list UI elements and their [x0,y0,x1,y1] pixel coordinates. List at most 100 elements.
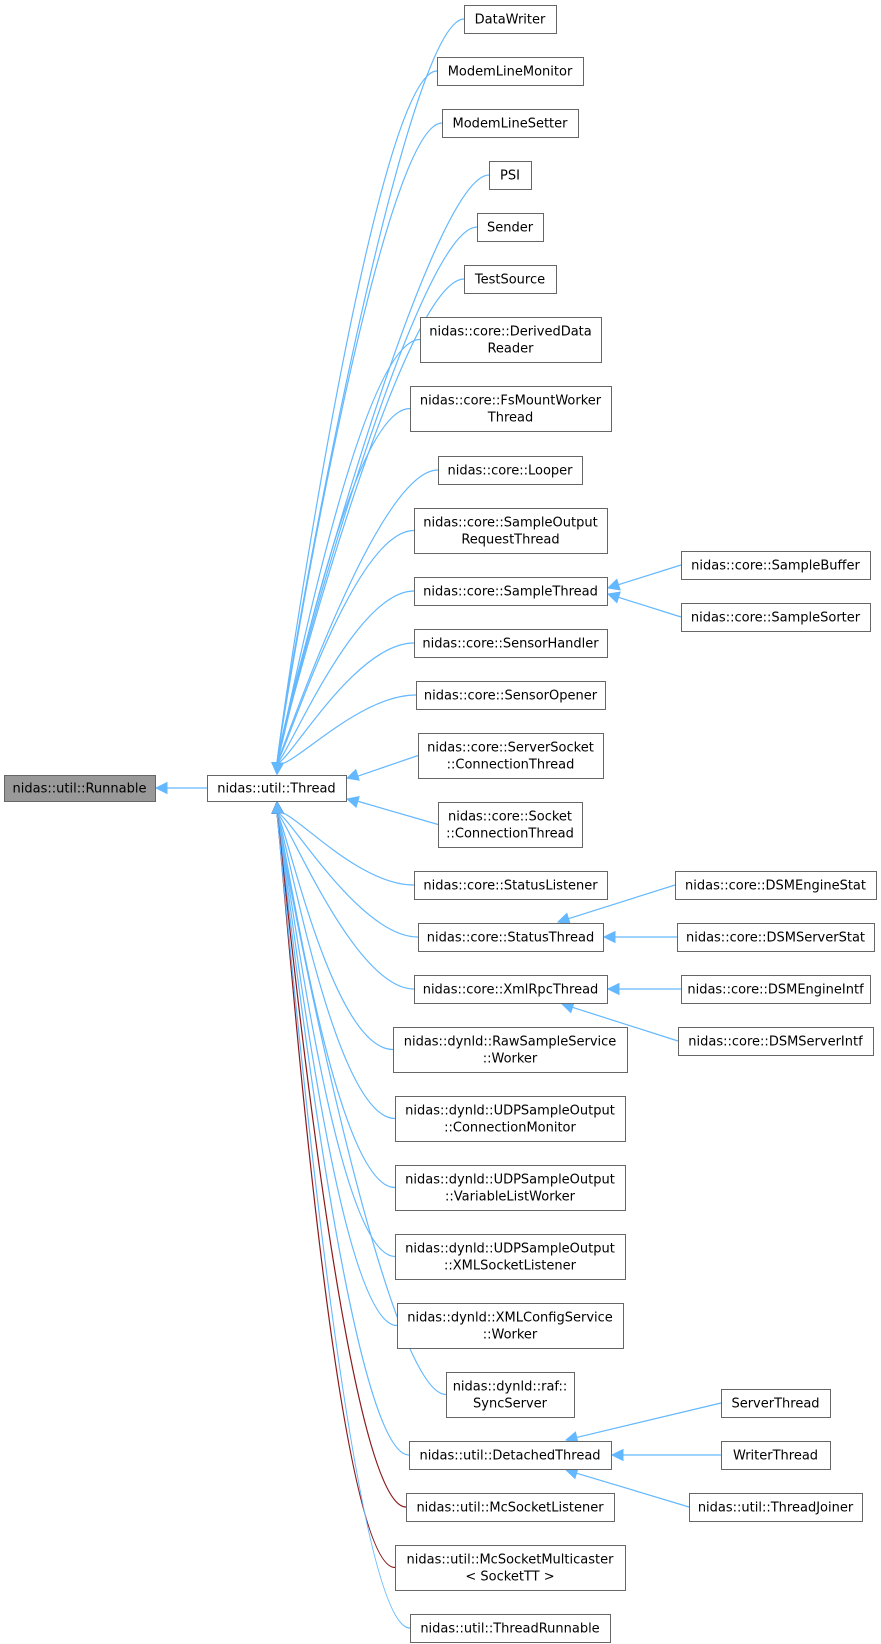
class-node-testsource[interactable]: TestSource [464,265,557,294]
node-box [395,1545,626,1591]
class-node-dsmengineintf[interactable]: nidas::core::DSMEngineIntf [681,975,871,1004]
class-node-sender[interactable]: Sender [477,213,544,242]
class-node-thread[interactable]: nidas::util::Thread [207,775,347,802]
edge-threadrunnable-to-thread [276,812,411,1629]
class-node-dsmserverstat[interactable]: nidas::core::DSMServerStat [677,923,875,952]
node-box [681,603,871,632]
node-label: nidas::util::DetachedThread [419,1449,600,1464]
node-label: nidas::dynld::UDPSampleOutput [405,1242,615,1257]
edge-samplebuffer-to-samplethread [618,564,682,586]
node-label: nidas::core::DerivedData [429,325,591,340]
class-node-mcsocketmulticaster[interactable]: nidas::util::McSocketMulticaster< Socket… [395,1545,626,1591]
node-label: nidas::dynld::UDPSampleOutput [405,1104,615,1119]
class-node-samplebuffer[interactable]: nidas::core::SampleBuffer [681,551,871,580]
node-box [464,265,557,294]
node-label: ::Worker [483,1052,538,1067]
class-node-socketconn[interactable]: nidas::core::Socket::ConnectionThread [438,802,583,848]
node-label: nidas::dynld::raf:: [453,1380,568,1395]
node-label: RequestThread [461,533,559,548]
class-node-rawsampleservice[interactable]: nidas::dynld::RawSampleService::Worker [393,1027,628,1073]
edge-sensoropener-to-thread [276,694,417,765]
node-label: ModemLineSetter [453,117,569,132]
node-label: Thread [487,411,533,426]
class-node-datawriter[interactable]: DataWriter [464,5,557,34]
node-label: nidas::core::SensorHandler [422,637,599,652]
class-node-dsmserverintf[interactable]: nidas::core::DSMServerIntf [678,1027,874,1056]
edge-udpconnmonitor-to-thread [276,812,396,1120]
edge-dsmserverintf-to-xmlrpcthread [572,1006,679,1042]
class-node-statusthread[interactable]: nidas::core::StatusThread [418,923,604,952]
node-box [442,109,579,138]
node-label: DataWriter [475,13,546,28]
class-node-samplesorter[interactable]: nidas::core::SampleSorter [681,603,871,632]
node-label: nidas::core::SampleBuffer [691,559,860,574]
class-node-writerthread[interactable]: WriterThread [721,1441,831,1470]
class-node-mcsocketlistener[interactable]: nidas::util::McSocketListener [406,1493,615,1522]
class-node-modemlinesetter[interactable]: ModemLineSetter [442,109,579,138]
class-node-syncserver[interactable]: nidas::dynld::raf::SyncServer [446,1372,575,1418]
node-label: nidas::dynld::UDPSampleOutput [405,1173,615,1188]
node-label: ::ConnectionMonitor [444,1121,576,1136]
class-node-udpvarlist[interactable]: nidas::dynld::UDPSampleOutput::VariableL… [395,1165,626,1211]
class-node-modemlinemonitor[interactable]: ModemLineMonitor [437,57,584,86]
node-label: SyncServer [473,1397,548,1412]
node-label: nidas::core::FsMountWorker [420,394,602,409]
class-node-detachedthread[interactable]: nidas::util::DetachedThread [409,1441,612,1470]
node-box [410,386,612,432]
class-node-psi[interactable]: PSI [489,161,532,190]
edge-dsmenginestat-to-statusthread [568,884,676,920]
node-box [689,1493,863,1522]
class-node-serverthread[interactable]: ServerThread [721,1389,831,1418]
node-box [410,1614,611,1643]
node-label: nidas::util::McSocketListener [416,1501,604,1516]
class-node-runnable[interactable]: nidas::util::Runnable [4,775,156,802]
node-box [477,213,544,242]
class-node-threadrunnable[interactable]: nidas::util::ThreadRunnable [410,1614,611,1643]
node-label: ::VariableListWorker [445,1190,576,1205]
edge-looper-to-thread [276,469,439,764]
class-node-statuslistener[interactable]: nidas::core::StatusListener [414,871,608,900]
class-node-sensorhandler[interactable]: nidas::core::SensorHandler [414,629,608,658]
node-box [446,1372,575,1418]
node-label: Reader [487,342,534,357]
node-box [414,508,608,554]
node-label: nidas::util::McSocketMulticaster [407,1553,615,1568]
class-node-xmlrpcthread[interactable]: nidas::core::XmlRpcThread [414,975,608,1004]
class-node-dsmenginestat[interactable]: nidas::core::DSMEngineStat [675,871,877,900]
class-node-udpconnmonitor[interactable]: nidas::dynld::UDPSampleOutput::Connectio… [395,1096,626,1142]
edge-modemlinesetter-to-thread [276,122,443,764]
node-box [414,577,608,606]
edge-xmlconfigservice-to-thread [276,812,398,1327]
node-box [437,57,584,86]
class-node-samplethread[interactable]: nidas::core::SampleThread [414,577,608,606]
node-box [418,733,604,779]
edge-serverthread-to-detachedthread [576,1402,722,1439]
node-label: nidas::util::ThreadJoiner [698,1501,854,1516]
class-node-xmlconfigservice[interactable]: nidas::dynld::XMLConfigService::Worker [397,1303,624,1349]
edge-sampleoutputrequest-to-thread [276,529,415,764]
class-node-sensoropener[interactable]: nidas::core::SensorOpener [416,681,606,710]
edge-serversocketconn-to-thread-arrow [345,768,360,781]
edge-samplesorter-to-samplethread [618,596,682,618]
class-node-serversocketconn[interactable]: nidas::core::ServerSocket::ConnectionThr… [418,733,604,779]
edge-dsmserverstat-to-statusthread-arrow [602,930,616,944]
node-box [406,1493,615,1522]
node-box [414,629,608,658]
node-label: nidas::core::DSMServerStat [686,931,865,946]
node-label: nidas::util::ThreadRunnable [420,1622,599,1637]
node-box [393,1027,628,1073]
class-node-udpxmlsocket[interactable]: nidas::dynld::UDPSampleOutput::XMLSocket… [395,1234,626,1280]
node-box [414,975,608,1004]
class-node-threadjoiner[interactable]: nidas::util::ThreadJoiner [689,1493,863,1522]
node-label: PSI [500,169,520,184]
node-box [414,871,608,900]
edge-serversocketconn-to-thread [356,754,419,777]
node-box [721,1389,831,1418]
edge-socketconn-to-thread-arrow [345,795,360,809]
class-node-looper[interactable]: nidas::core::Looper [438,456,583,485]
